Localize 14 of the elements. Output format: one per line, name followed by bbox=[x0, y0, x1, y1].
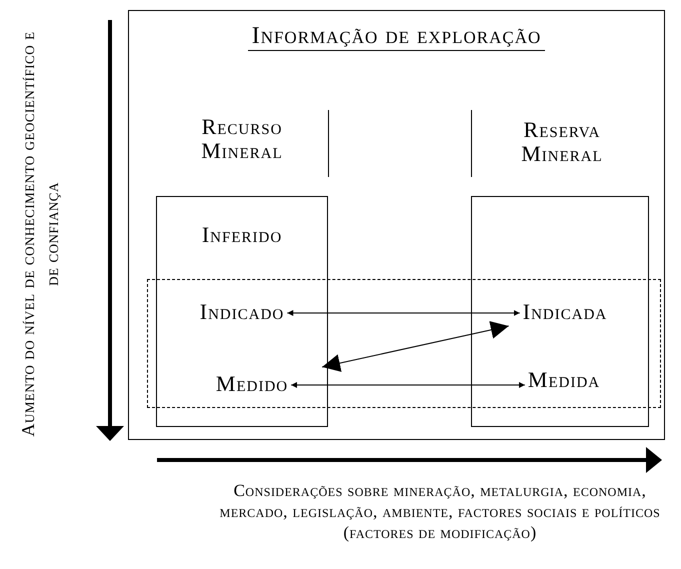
category-label: Indicada bbox=[522, 299, 608, 325]
category-label: Indicado bbox=[200, 299, 284, 325]
axis-label: Aumento do nível de conhecimento geocientífico e de confiança bbox=[17, 30, 63, 439]
category-label: Medida bbox=[528, 367, 600, 393]
arrow bbox=[290, 382, 526, 388]
category-label: Inferido bbox=[202, 222, 282, 248]
axis-label: Considerações sobre mineração, metalurgia, economia, mercado, legislação, ambiente, factores sociais e políticos (factores de modificação) bbox=[218, 480, 662, 543]
box-heading: Reserva Mineral bbox=[520, 118, 604, 166]
arrow bbox=[322, 321, 510, 372]
arrow bbox=[286, 310, 520, 316]
title: Informação de exploração bbox=[129, 23, 664, 50]
category-label: Medido bbox=[216, 371, 288, 397]
box-heading: Recurso Mineral bbox=[200, 115, 284, 163]
frame-box bbox=[128, 10, 665, 440]
